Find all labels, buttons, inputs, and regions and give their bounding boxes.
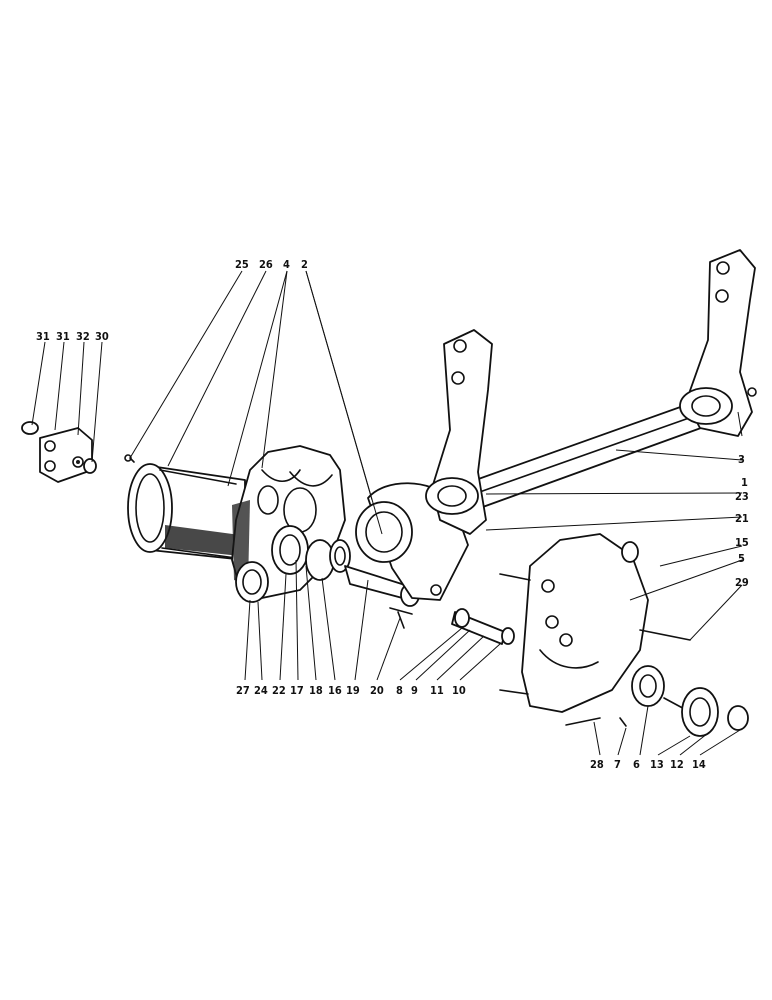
callout-4: 4 (283, 258, 290, 271)
callout-21: 21 (735, 512, 749, 525)
cross-shaft (469, 399, 713, 509)
callout-12: 12 (670, 758, 684, 771)
leader-lines (129, 270, 743, 756)
callout-labels: 25 26 4 2 31 31 32 30 3 1 23 21 15 5 29 … (36, 258, 749, 771)
callout-15: 15 (735, 536, 749, 549)
callout-32: 32 (76, 330, 90, 343)
small-bracket-assembly (21, 341, 103, 483)
callout-7: 7 (614, 758, 621, 771)
callout-3: 3 (738, 453, 745, 466)
callout-25: 25 (235, 258, 249, 271)
callout-6: 6 (633, 758, 640, 771)
callout-2: 2 (301, 258, 308, 271)
callout-28: 28 (590, 758, 604, 771)
callout-20: 20 (370, 684, 384, 697)
callout-17: 17 (290, 684, 304, 697)
callout-24: 24 (254, 684, 268, 697)
callout-22: 22 (272, 684, 286, 697)
callout-16: 16 (328, 684, 342, 697)
valve-cover (499, 533, 691, 726)
adjuster-assembly (619, 687, 749, 737)
callout-23: 23 (735, 490, 749, 503)
callout-1: 1 (741, 476, 748, 489)
seal-rings (235, 539, 351, 603)
callout-8: 8 (396, 684, 403, 697)
callout-10: 10 (452, 684, 466, 697)
callout-14: 14 (692, 758, 706, 771)
left-lift-arm (425, 329, 493, 535)
callout-5: 5 (738, 552, 745, 565)
callout-19: 19 (346, 684, 360, 697)
small-valve (451, 608, 515, 645)
callout-31: 31 (56, 330, 70, 343)
right-lift-arm (679, 249, 757, 437)
callout-33: 31 (36, 330, 50, 343)
callout-11: 11 (430, 684, 444, 697)
callout-13: 13 (650, 758, 664, 771)
callout-29: 29 (735, 576, 749, 589)
cylinder-sleeve (124, 454, 246, 561)
callout-30: 30 (95, 330, 109, 343)
callout-27: 27 (236, 684, 250, 697)
callout-9: 9 (411, 684, 418, 697)
callout-18: 18 (309, 684, 323, 697)
callout-26: 26 (259, 258, 273, 271)
